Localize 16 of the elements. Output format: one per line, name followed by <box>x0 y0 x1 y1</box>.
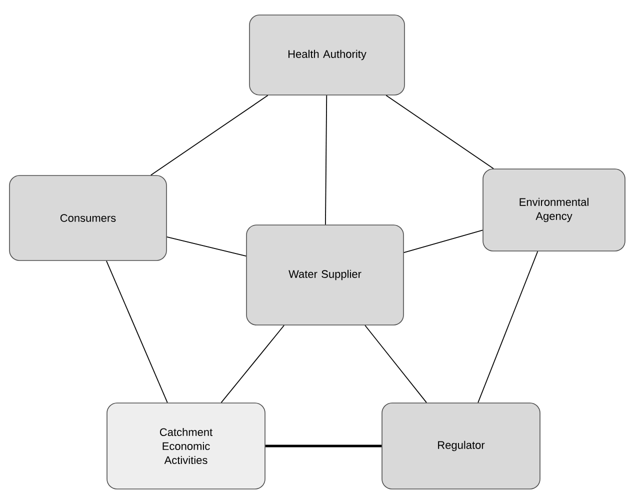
rounded-box: Environmental Agency <box>482 168 626 252</box>
connector-line <box>386 94 494 170</box>
connector-line <box>106 260 168 404</box>
rounded-box: Consumers <box>9 175 167 261</box>
rounded-box: Water Supplier <box>246 224 404 326</box>
connector-line <box>166 236 247 256</box>
connector-line <box>403 230 484 254</box>
connector-line <box>265 444 382 448</box>
connector-line <box>325 94 328 226</box>
connector-line <box>220 324 285 404</box>
rounded-box: Health Authority <box>249 14 405 96</box>
rounded-box: Regulator <box>382 402 540 490</box>
connector-line <box>364 324 427 404</box>
connector-line <box>478 250 538 404</box>
connector-line <box>150 94 268 176</box>
rounded-box: Catchment Economic Activities <box>106 402 266 490</box>
